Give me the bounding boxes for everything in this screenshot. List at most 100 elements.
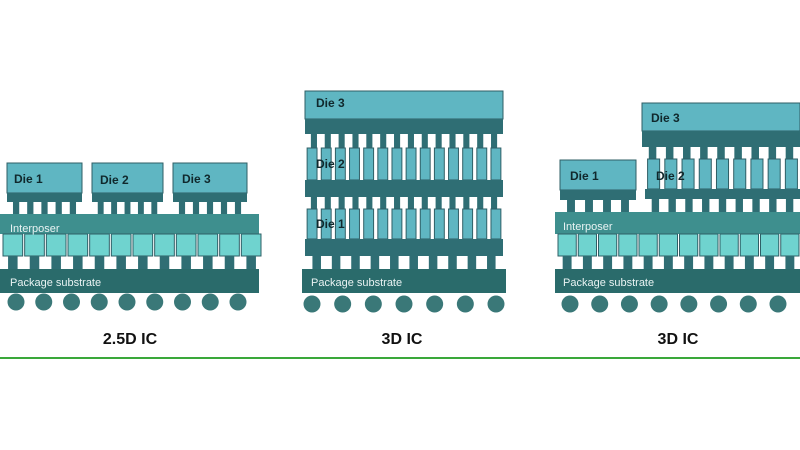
panel2-caption: 3D IC xyxy=(381,331,423,348)
panel1-substrate-label: Package substrate xyxy=(10,277,102,289)
panel2-microbump xyxy=(435,197,442,209)
panel1-interposer-via xyxy=(24,233,45,257)
panel2-die1-tsv xyxy=(462,208,474,240)
panel2-microbump xyxy=(491,197,498,209)
panel1-interposer-via xyxy=(219,233,240,257)
panel2-die3-base xyxy=(305,119,503,134)
panel1-caption: 2.5D IC xyxy=(102,331,158,348)
panel3-microbump xyxy=(603,200,611,212)
panel2-package-substrate xyxy=(302,269,506,293)
panel3-microbump xyxy=(785,199,794,212)
panel2-die1-tsv xyxy=(476,208,488,240)
panel2-die2-base xyxy=(305,180,503,197)
panel2-die2-tsv xyxy=(391,147,403,181)
panel1-microbump xyxy=(111,202,118,214)
panel2-c4-bump xyxy=(351,256,360,269)
panel2-c4-bump xyxy=(390,256,399,269)
panel1-interposer-via xyxy=(89,233,110,257)
panel2-microbump xyxy=(477,197,484,209)
panel1-interposer-via xyxy=(110,233,132,257)
panel2-c4-bump xyxy=(312,256,321,269)
panel3-interposer-via xyxy=(557,233,577,257)
panel2-solder-ball xyxy=(395,295,413,313)
panel3-solder-ball xyxy=(650,295,668,313)
panel1-microbump xyxy=(12,202,20,214)
panel3-substrate-label: Package substrate xyxy=(563,277,655,289)
panel3-c4-bump xyxy=(582,256,592,269)
panel1-solder-ball xyxy=(201,293,219,311)
panel2-die2-tsv xyxy=(476,147,488,181)
panel2-microbump xyxy=(380,134,387,148)
panel1-microbump xyxy=(97,202,104,214)
panel1-solder-ball xyxy=(118,293,136,311)
panel1-c4-bump xyxy=(159,256,170,269)
panel2-die1-tsv xyxy=(391,208,403,240)
panel2-microbump xyxy=(352,134,359,148)
panel2-microbump xyxy=(352,197,359,209)
panel1-microbump xyxy=(137,202,144,214)
panel3-microbump xyxy=(567,200,575,212)
panel2-microbump xyxy=(491,134,498,148)
panel2-microbump xyxy=(449,197,456,209)
panel2-die3-label: Die 3 xyxy=(316,96,345,110)
panel1-die1-label: Die 1 xyxy=(14,172,43,186)
panel1-c4-bump xyxy=(138,256,148,269)
panel1-interposer-via xyxy=(154,233,175,257)
panel2-microbump xyxy=(407,134,414,148)
panel3-die3-base xyxy=(642,131,800,147)
panel2-die1-base xyxy=(305,239,503,256)
panel3-microbump xyxy=(668,199,676,212)
panel1-microbump xyxy=(220,202,228,214)
panel3-c4-bump xyxy=(785,256,795,269)
panel1-die-base xyxy=(7,193,82,202)
panel3-c4-bump xyxy=(623,256,633,269)
panel1-die-body xyxy=(91,162,164,194)
panel3-solder-ball xyxy=(769,295,787,313)
panel2-solder-ball xyxy=(364,295,382,313)
panel2-microbump xyxy=(463,197,470,209)
panel3-die2-tsv xyxy=(715,158,730,190)
panel3-solder-ball xyxy=(739,295,757,313)
panel1-solder-ball xyxy=(35,293,53,311)
panel3-microbump xyxy=(785,147,794,159)
panel3-interposer-via xyxy=(577,233,597,257)
panel2-solder-ball xyxy=(487,295,505,313)
panel2-solder-ball xyxy=(334,295,352,313)
panel1-interposer-via xyxy=(197,233,219,257)
panel1-c4-bump xyxy=(224,256,235,269)
panel2-microbump xyxy=(310,197,317,209)
panel3-interposer-via xyxy=(739,233,759,257)
panel1-die3-label: Die 3 xyxy=(182,172,211,186)
panel3-die2-tsv xyxy=(733,158,747,190)
panel1-c4-bump xyxy=(51,256,61,269)
panel3-die2-label: Die 2 xyxy=(656,169,685,183)
panel3-solder-ball xyxy=(680,295,698,313)
panel3-interposer-via xyxy=(598,233,618,257)
panel1-microbump xyxy=(151,202,158,214)
panel3-c4-bump xyxy=(603,256,613,269)
panel2-substrate-label: Package substrate xyxy=(311,277,403,289)
panel1-die2-label: Die 2 xyxy=(100,173,129,187)
panel2-microbump xyxy=(477,134,484,148)
panel2-microbump xyxy=(310,134,317,148)
panel3-die2-tsv xyxy=(698,158,712,190)
panel2-die1-tsv xyxy=(490,208,502,240)
panel1-c4-bump xyxy=(116,256,126,269)
panel3-microbump xyxy=(700,147,708,159)
panel1-microbump xyxy=(55,202,62,214)
panel3-package-substrate xyxy=(555,269,800,293)
panel3-microbump xyxy=(734,147,742,159)
panel2-microbump xyxy=(449,134,456,148)
panel3-die1-body xyxy=(559,159,637,191)
panel1-die-body xyxy=(6,162,83,194)
panel1-interposer-via xyxy=(240,233,262,257)
panel3-c4-bump xyxy=(684,256,694,269)
panel1-package-substrate xyxy=(0,269,259,293)
panel3-interposer-via xyxy=(780,233,800,257)
panel3-interposer-via xyxy=(760,233,780,257)
panel1-solder-ball xyxy=(7,293,25,311)
panel2-die2-tsv xyxy=(433,147,445,181)
panel2-die2-tsv xyxy=(490,147,502,181)
panel1-interposer-via xyxy=(175,233,197,257)
